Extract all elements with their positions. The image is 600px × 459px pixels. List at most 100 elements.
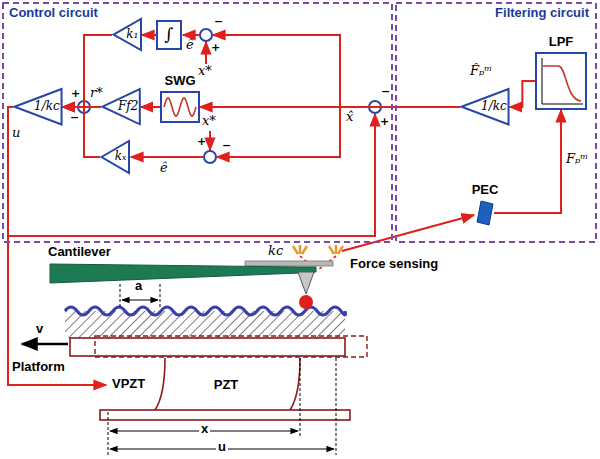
- node-label: kₓ: [115, 150, 127, 164]
- sign-label: +: [71, 88, 80, 101]
- signal-label: r*: [90, 86, 103, 101]
- signal-wire: [183, 34, 200, 36]
- signal-label: x̂: [346, 110, 353, 125]
- filter-box-outline: [535, 52, 587, 110]
- detector-block: [477, 201, 493, 225]
- signal-arrow: [494, 110, 561, 213]
- sign-label: −: [381, 86, 390, 99]
- part-label: Cantilever: [48, 245, 111, 260]
- part-label: u: [216, 440, 228, 455]
- signal-generator-outline: [160, 91, 200, 123]
- signal-arrow: [63, 35, 112, 107]
- sign-label: −: [214, 16, 223, 29]
- node-label: 1/kc: [34, 100, 60, 114]
- signal-arrow: [200, 106, 460, 108]
- platform: [70, 338, 345, 356]
- part-label: VPZT: [112, 377, 145, 392]
- contact-point: [299, 295, 313, 309]
- node-label: ∫: [165, 25, 174, 45]
- sign-label: −: [222, 140, 231, 153]
- photo-detector-outline: [476, 200, 494, 226]
- pzt-base: [100, 410, 350, 420]
- integrator-box: ∫: [156, 20, 182, 50]
- node-label: LPF: [549, 35, 574, 50]
- photo-detector: PEC: [476, 200, 494, 226]
- region-border: [3, 3, 392, 242]
- sign-label: −: [70, 112, 79, 125]
- part-label: a: [135, 279, 142, 294]
- signal-arrow: [63, 107, 100, 157]
- summing-junction: [200, 29, 212, 41]
- sine-wave: [164, 98, 196, 116]
- circuit-region: Filtering circuitLPF 1/kcPEC: [395, 2, 597, 243]
- sign-label: +: [380, 116, 389, 129]
- platform-displaced: [95, 336, 367, 357]
- cantilever-beam: [50, 264, 316, 283]
- laser-source: [293, 245, 343, 254]
- node-label: PZT: [214, 378, 239, 393]
- filter-box: LPF: [535, 52, 587, 110]
- node-label: SWG: [164, 74, 195, 89]
- signal-arrow: [142, 34, 156, 36]
- triangle-outline: [462, 89, 509, 125]
- probe-tip: [298, 272, 314, 294]
- triangle-outline: [103, 89, 140, 124]
- triangle-outline: [114, 19, 142, 50]
- gain-triangle: Ff2: [101, 88, 141, 125]
- signal-label: Fₚᵐ: [566, 152, 588, 167]
- triangle-outline: [15, 89, 62, 125]
- box-outline: [536, 53, 586, 109]
- triangle-outline: [102, 141, 130, 173]
- signal-label: ê: [160, 161, 168, 176]
- region-heading: Filtering circuit: [495, 6, 589, 21]
- chip-bar: [245, 261, 333, 266]
- box-outline: [157, 21, 181, 49]
- signal-wire: [8, 114, 375, 236]
- signal-label: u: [12, 126, 20, 141]
- signal-wire: [342, 215, 474, 251]
- box-outline: [161, 92, 199, 122]
- part-label: Platform: [12, 360, 65, 375]
- signal-label: x*: [202, 114, 216, 129]
- laser-source: [329, 245, 343, 254]
- signal-wire: [213, 35, 340, 107]
- velocity-arrow: [22, 343, 68, 346]
- node-label: 1/kc: [481, 100, 507, 114]
- part-label: v: [36, 322, 43, 337]
- laser-source: [293, 245, 307, 254]
- circuit-region: Control circuit k₁ ∫ 1/kc Ff2 SWG kₓ: [2, 2, 393, 243]
- signal-label: ê: [186, 38, 194, 53]
- sign-label: +: [211, 42, 220, 55]
- gain-triangle: kₓ: [100, 140, 130, 174]
- signal-wire: [205, 42, 207, 64]
- plot-axes: [542, 58, 583, 104]
- dimension-arrow: [122, 299, 158, 300]
- node-label: k₁: [126, 28, 138, 42]
- filter-curve: [543, 66, 581, 101]
- signal-label: kc: [268, 244, 283, 259]
- summing-junction: [204, 151, 216, 163]
- region-heading: Control circuit: [9, 6, 98, 21]
- gain-triangle: 1/kc: [13, 88, 63, 126]
- pzt-deformation: [155, 358, 300, 410]
- gain-triangle: 1/kc: [460, 88, 510, 126]
- part-label: Force sensing: [350, 257, 438, 272]
- node-label: Ff2: [118, 100, 138, 114]
- gain-triangle: k₁: [112, 18, 142, 51]
- dimension-line: [108, 358, 336, 455]
- part-label: x: [199, 422, 210, 437]
- signal-wire: [131, 156, 204, 158]
- signal-wire: [209, 131, 211, 150]
- signal-arrow: [141, 106, 160, 108]
- signal-label: F̂ₚᵐ: [470, 64, 492, 79]
- signal-wire: [217, 107, 340, 157]
- node-label: PEC: [472, 183, 499, 198]
- sign-label: +: [197, 136, 206, 149]
- region-border: [396, 3, 596, 242]
- signal-label: x*: [198, 64, 212, 79]
- signal-arrow: [510, 81, 535, 107]
- signal-generator: SWG: [160, 91, 200, 123]
